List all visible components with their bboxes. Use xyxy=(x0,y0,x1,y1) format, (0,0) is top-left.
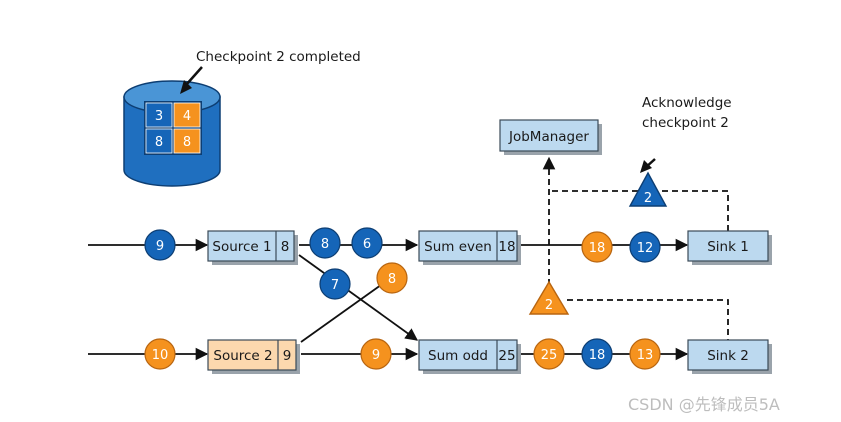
sum-even-value: 18 xyxy=(498,239,515,255)
sink-2-label: Sink 2 xyxy=(707,348,749,364)
record-s1-odd-value: 7 xyxy=(331,278,339,293)
barrier-pending: 2 xyxy=(528,280,570,315)
sum-even-label: Sum even xyxy=(424,239,492,255)
state-cell-3: 8 xyxy=(183,135,191,150)
record-input-source-1: 9 xyxy=(144,229,176,261)
state-cell-0: 3 xyxy=(155,109,163,124)
record-s2-even-value: 8 xyxy=(388,272,396,287)
record-odd-sink-c-value: 13 xyxy=(637,348,654,363)
barrier-pending-label: 2 xyxy=(545,298,553,313)
record-even-sink-b: 12 xyxy=(629,231,661,263)
job-manager-box: JobManager xyxy=(499,119,602,155)
record-odd-sink-b-value: 18 xyxy=(589,348,606,363)
record-s2-odd-value: 9 xyxy=(372,348,380,363)
source-1-value: 8 xyxy=(281,239,290,255)
state-cell-2: 8 xyxy=(155,135,163,150)
sum-odd-value: 25 xyxy=(498,348,515,364)
state-store: 3 4 8 8 xyxy=(123,80,221,187)
barrier-acknowledged-label: 2 xyxy=(644,191,652,206)
acknowledge-label-line2: checkpoint 2 xyxy=(642,115,729,131)
record-odd-sink-a: 25 xyxy=(533,338,565,370)
state-cell-1: 4 xyxy=(183,109,191,124)
record-even-sink-b-value: 12 xyxy=(637,241,654,256)
checkpoint-completed-label: Checkpoint 2 completed xyxy=(196,49,361,65)
source-2-label: Source 2 xyxy=(213,348,272,364)
record-s1-even-a-value: 8 xyxy=(321,237,329,252)
source-2-value: 9 xyxy=(283,348,292,364)
job-manager-label: JobManager xyxy=(508,129,589,145)
record-input-source-2: 10 xyxy=(144,338,176,370)
record-even-sink-a-value: 18 xyxy=(589,241,606,256)
watermark: CSDN @先锋成员5A xyxy=(628,395,780,414)
record-odd-sink-a-value: 25 xyxy=(541,348,558,363)
record-odd-sink-c: 13 xyxy=(629,338,661,370)
record-s1-even-b-value: 6 xyxy=(363,237,371,252)
record-s1-odd: 7 xyxy=(319,268,351,300)
record-s1-even-b: 6 xyxy=(351,227,383,259)
sum-odd-label: Sum odd xyxy=(428,348,488,364)
sum-odd-operator: Sum odd 25 xyxy=(418,339,521,374)
record-odd-sink-b: 18 xyxy=(581,338,613,370)
record-s2-even: 8 xyxy=(376,262,408,294)
source-1: Source 1 8 xyxy=(207,230,298,265)
record-even-sink-a: 18 xyxy=(581,231,613,263)
record-input-source-2-value: 10 xyxy=(152,348,169,363)
source-1-label: Source 1 xyxy=(212,239,271,255)
sum-even-operator: Sum even 18 xyxy=(418,230,521,265)
sink-2: Sink 2 xyxy=(687,339,772,374)
barrier-acknowledged: 2 xyxy=(628,171,668,207)
record-input-source-1-value: 9 xyxy=(156,239,164,254)
acknowledge-label-line1: Acknowledge xyxy=(642,95,732,111)
sink-1: Sink 1 xyxy=(687,230,772,265)
record-s2-odd: 9 xyxy=(360,338,392,370)
sink-1-label: Sink 1 xyxy=(707,239,749,255)
record-s1-even-a: 8 xyxy=(309,227,341,259)
source-2: Source 2 9 xyxy=(207,339,300,374)
